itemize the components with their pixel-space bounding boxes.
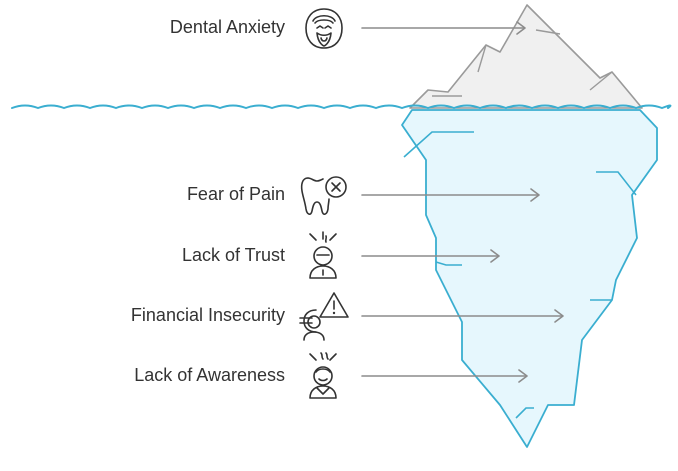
doubtful-person-icon (309, 231, 337, 279)
label-financial-insecurity: Financial Insecurity (130, 305, 285, 325)
confused-person-icon (309, 352, 337, 399)
tooth-with-x-icon (300, 176, 347, 215)
water-line (11, 104, 672, 110)
label-fear-of-pain: Fear of Pain (186, 184, 285, 204)
iceberg-tip-facet (589, 71, 613, 91)
smiling-tooth-face-icon (305, 8, 343, 49)
currency-warning-icon (299, 292, 349, 341)
iceberg-tip-facet (477, 44, 487, 73)
label-lack-of-awareness: Lack of Awareness (134, 365, 285, 385)
arrow-lack-of-awareness (361, 369, 528, 383)
iceberg-body-facet (435, 261, 462, 266)
iceberg-body-facet (596, 171, 637, 196)
iceberg-tip-facet (535, 29, 561, 35)
iceberg-body-facet (403, 131, 474, 158)
iceberg-tip (409, 4, 643, 109)
label-lack-of-trust: Lack of Trust (181, 245, 285, 265)
iceberg-body-facet (515, 407, 534, 419)
arrow-financial-insecurity (361, 309, 564, 323)
arrow-fear-of-pain (361, 188, 540, 202)
arrow-dental-anxiety (361, 21, 526, 35)
iceberg-body (401, 109, 658, 448)
label-dental-anxiety: Dental Anxiety (169, 17, 285, 37)
arrow-lack-of-trust (361, 249, 500, 263)
